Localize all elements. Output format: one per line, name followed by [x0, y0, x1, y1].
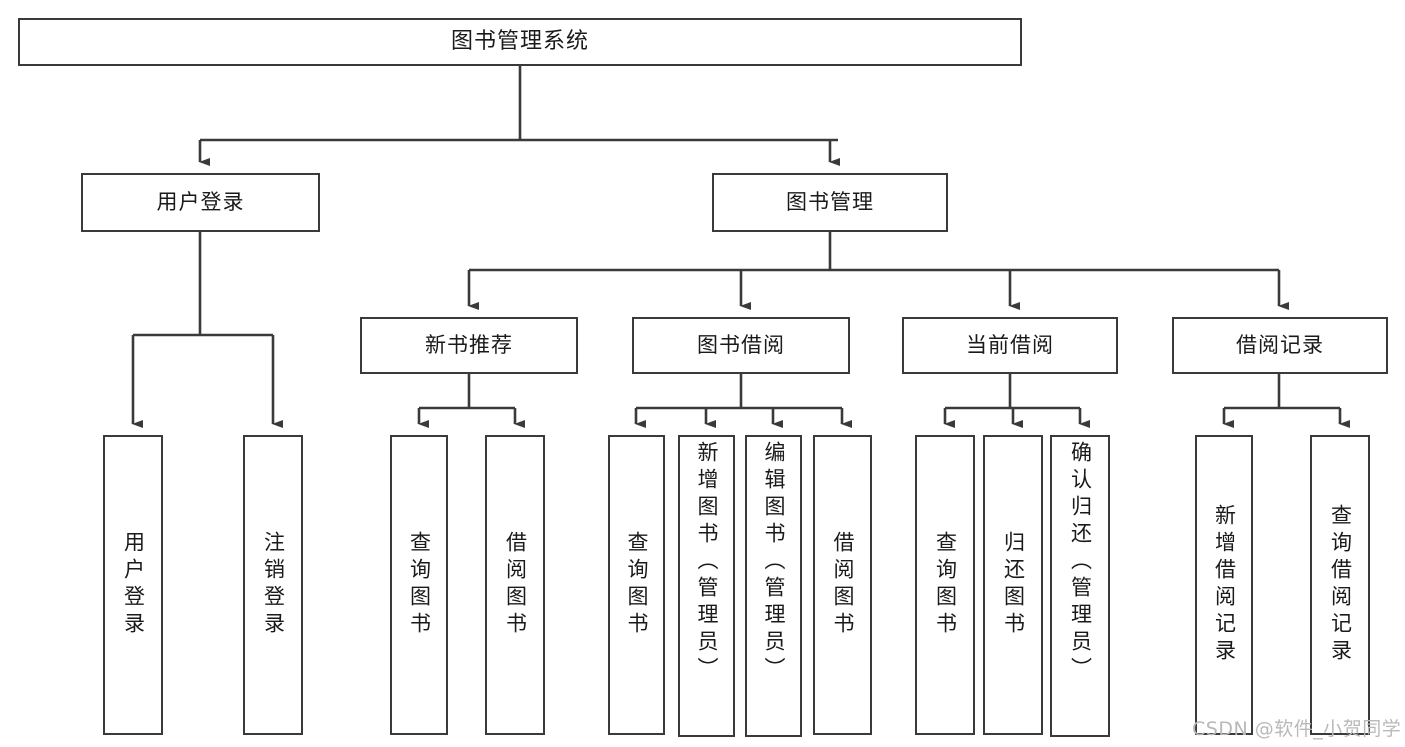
node-label: 图书管理	[786, 190, 874, 215]
node-label: 查询图书	[625, 531, 649, 639]
node-label: 用户登录	[121, 531, 146, 639]
leaf-add-book-admin[interactable]: 新增图书（管理员）	[678, 435, 735, 737]
leaf-query-borrow-record[interactable]: 查询借阅记录	[1310, 435, 1370, 735]
leaf-borrow-book[interactable]: 借阅图书	[813, 435, 872, 735]
node-label: 新增借阅记录	[1212, 504, 1237, 666]
node-user-login[interactable]: 用户登录	[81, 173, 320, 232]
node-label: 查询图书	[407, 531, 432, 639]
node-label: 注销登录	[261, 531, 286, 639]
node-label: 图书借阅	[697, 333, 785, 358]
leaf-user-logout[interactable]: 注销登录	[243, 435, 303, 735]
node-label: 新书推荐	[425, 333, 513, 358]
node-new-book-recommend[interactable]: 新书推荐	[360, 317, 578, 374]
node-label: 借阅图书	[831, 531, 855, 639]
node-root-system[interactable]: 图书管理系统	[18, 18, 1022, 66]
node-label: 编辑图书（管理员）	[762, 441, 786, 684]
node-label: 图书管理系统	[450, 29, 589, 55]
node-label: 查询借阅记录	[1328, 504, 1353, 666]
node-label: 归还图书	[1001, 531, 1026, 639]
node-current-borrow[interactable]: 当前借阅	[902, 317, 1118, 374]
node-borrow-record[interactable]: 借阅记录	[1172, 317, 1388, 374]
leaf-query-book-recommend[interactable]: 查询图书	[390, 435, 448, 735]
node-label: 当前借阅	[966, 333, 1054, 358]
node-label: 查询图书	[933, 531, 958, 639]
leaf-add-borrow-record[interactable]: 新增借阅记录	[1195, 435, 1253, 735]
leaf-user-login[interactable]: 用户登录	[103, 435, 163, 735]
node-label: 新增图书（管理员）	[695, 441, 719, 684]
node-label: 用户登录	[156, 190, 245, 215]
node-label: 借阅图书	[503, 531, 528, 639]
node-label: 借阅记录	[1236, 333, 1324, 358]
leaf-query-book-borrow[interactable]: 查询图书	[608, 435, 665, 735]
node-book-borrow[interactable]: 图书借阅	[632, 317, 850, 374]
leaf-return-book[interactable]: 归还图书	[983, 435, 1043, 735]
node-book-management[interactable]: 图书管理	[712, 173, 948, 232]
leaf-query-book-current[interactable]: 查询图书	[915, 435, 975, 735]
node-label: 确认归还（管理员）	[1068, 441, 1093, 684]
leaf-edit-book-admin[interactable]: 编辑图书（管理员）	[745, 435, 802, 737]
leaf-borrow-book-recommend[interactable]: 借阅图书	[485, 435, 545, 735]
leaf-confirm-return-admin[interactable]: 确认归还（管理员）	[1050, 435, 1110, 737]
watermark: CSDN @软件_小贺同学	[1192, 718, 1402, 740]
